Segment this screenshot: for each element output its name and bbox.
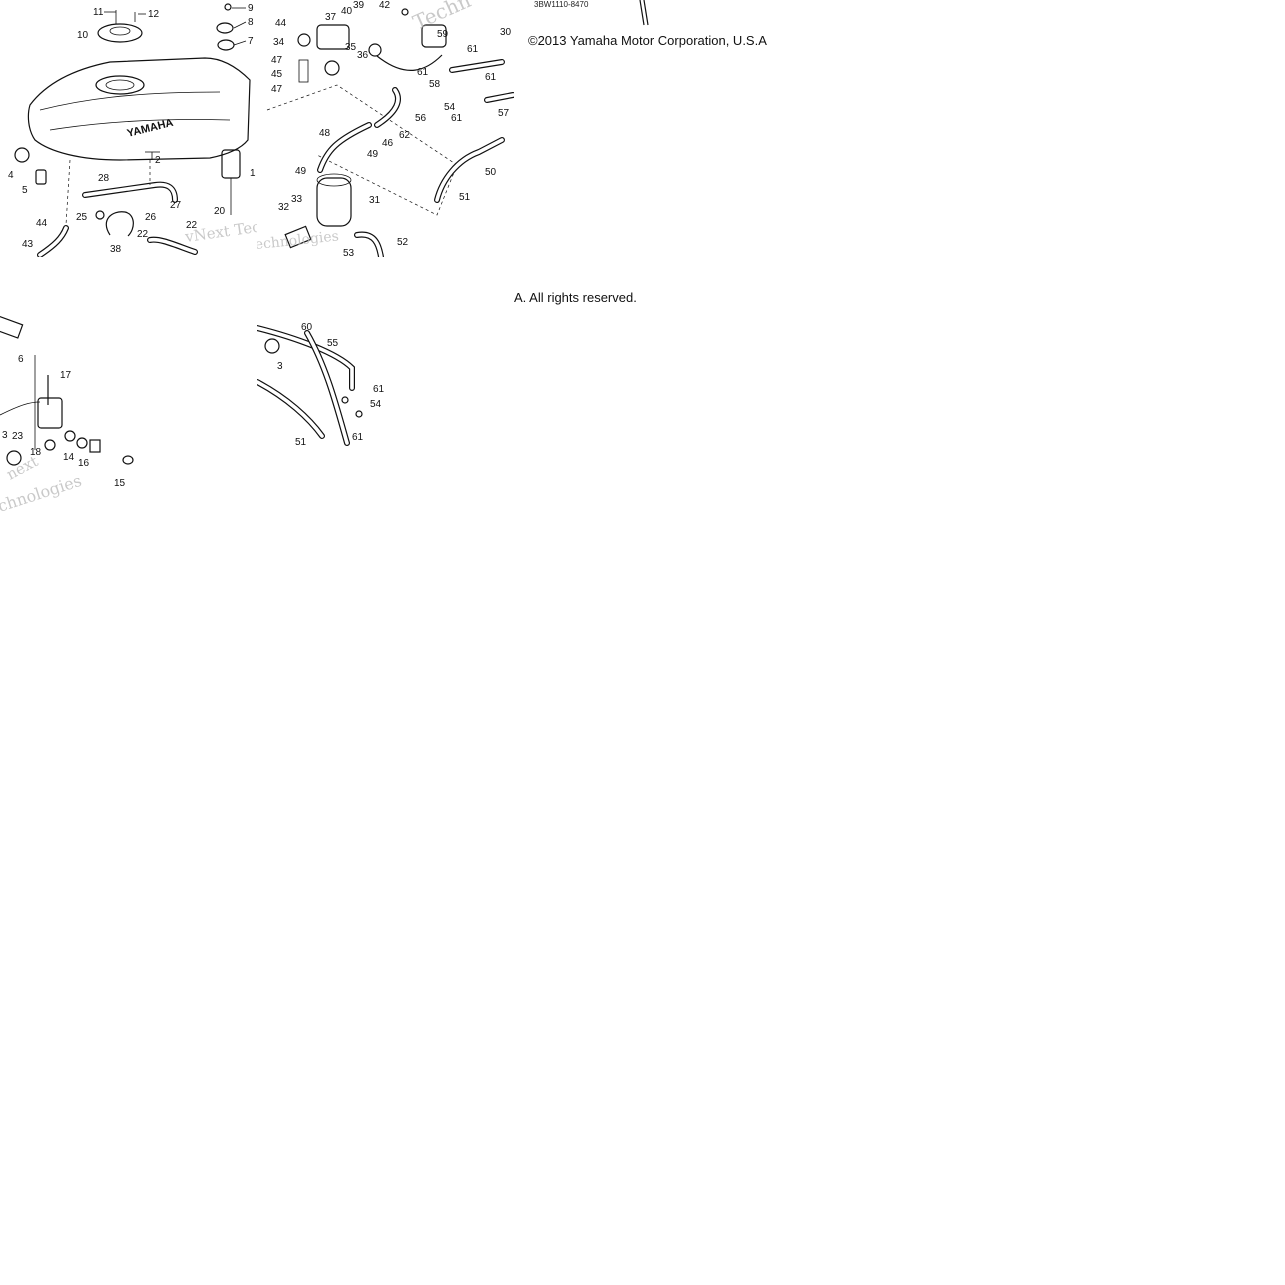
callout-labels: 44 37 40 39 42 34 35 36 47 45 47 59 61 3…: [271, 0, 512, 257]
callout-9: 9: [248, 3, 254, 14]
callout-labels: 60 55 3 61 54 61 51: [277, 322, 385, 448]
fuel-tank-drawing: YAMAHA: [8, 3, 257, 257]
callout-53: 53: [343, 248, 355, 257]
callout-51: 51: [459, 192, 471, 203]
callout-61: 61: [417, 67, 429, 78]
diagram-code: 3BW1110-8470: [534, 0, 589, 9]
callout-59: 59: [437, 29, 449, 40]
tile-corner: [514, 0, 771, 50]
callout-37: 37: [325, 12, 337, 23]
callout-49: 49: [295, 166, 307, 177]
callout-43: 43: [22, 239, 34, 250]
callout-51: 51: [295, 437, 307, 448]
callout-62: 62: [399, 130, 411, 141]
callout-22: 22: [137, 229, 149, 240]
callout-56: 56: [415, 113, 427, 124]
callout-22: 22: [186, 220, 198, 231]
callout-labels: 11 12 10 9 8 7 2 4 5 28 27 1 25 26 44 43…: [8, 3, 256, 255]
callout-61: 61: [467, 44, 479, 55]
tile-hose-routing: 60 55 3 61 54 61 51: [257, 318, 407, 458]
callout-44: 44: [275, 18, 287, 29]
callout-26: 26: [145, 212, 157, 223]
callout-1: 1: [250, 168, 256, 179]
callout-17: 17: [60, 370, 72, 381]
callout-10: 10: [77, 30, 89, 41]
callout-16: 16: [78, 458, 90, 469]
callout-11: 11: [93, 7, 104, 18]
callout-55: 55: [327, 338, 339, 349]
callout-31: 31: [369, 195, 381, 206]
callout-54: 54: [444, 102, 456, 113]
callout-38: 38: [110, 244, 122, 255]
callout-44: 44: [36, 218, 48, 229]
callout-3: 3: [277, 361, 283, 372]
callout-25: 25: [76, 212, 88, 223]
hose-routing-drawing: 60 55 3 61 54 61 51: [257, 322, 385, 448]
corner-drawing: [639, 0, 649, 26]
callout-61: 61: [352, 432, 364, 443]
callout-30: 30: [500, 27, 512, 38]
callout-61: 61: [373, 384, 385, 395]
callout-42: 42: [379, 0, 391, 11]
callout-6: 6: [18, 354, 24, 365]
callout-48: 48: [319, 128, 331, 139]
callout-5: 5: [22, 185, 28, 196]
callout-35: 35: [345, 42, 357, 53]
callout-61: 61: [485, 72, 497, 83]
callout-61: 61: [451, 113, 463, 124]
callout-20: 20: [214, 206, 226, 217]
callout-50: 50: [485, 167, 497, 178]
callout-14: 14: [63, 452, 75, 463]
callout-58: 58: [429, 79, 441, 90]
callout-52: 52: [397, 237, 409, 248]
callout-33: 33: [291, 194, 303, 205]
callout-8: 8: [248, 17, 254, 28]
callout-47: 47: [271, 84, 283, 95]
callout-3: 3: [2, 430, 8, 441]
callout-32: 32: [278, 202, 290, 213]
callout-47: 47: [271, 55, 283, 66]
callout-57: 57: [498, 108, 510, 119]
callout-15: 15: [114, 478, 126, 489]
copyright-line-1: ©2013 Yamaha Motor Corporation, U.S.A: [528, 33, 767, 48]
callout-60: 60: [301, 322, 313, 333]
tile-fuel-tank: YAMAHA: [0, 0, 257, 257]
callout-54: 54: [370, 399, 382, 410]
callout-45: 45: [271, 69, 283, 80]
callout-4: 4: [8, 170, 14, 181]
copyright-line-2: A. All rights reserved.: [514, 290, 637, 305]
watermark: Technologies: [257, 228, 340, 254]
callout-27: 27: [170, 200, 182, 211]
callout-28: 28: [98, 173, 110, 184]
tile-canister-hoses: 44 37 40 39 42 34 35 36 47 45 47 59 61 3…: [257, 0, 514, 257]
callout-46: 46: [382, 138, 394, 149]
callout-23: 23: [12, 431, 24, 442]
canister-hoses-drawing: 44 37 40 39 42 34 35 36 47 45 47 59 61 3…: [257, 0, 514, 257]
fuel-cock-drawing: 6 17 3 23 18 14 16 15 chnologies next: [0, 315, 134, 516]
callout-49: 49: [367, 149, 379, 160]
callout-labels: 6 17 3 23 18 14 16 15: [2, 354, 126, 489]
callout-34: 34: [273, 37, 285, 48]
callout-39: 39: [353, 0, 365, 11]
callout-36: 36: [357, 50, 369, 61]
callout-12: 12: [148, 9, 160, 20]
tile-fuel-cock: 6 17 3 23 18 14 16 15 chnologies next: [0, 290, 257, 518]
callout-2: 2: [155, 155, 161, 166]
callout-40: 40: [341, 6, 353, 17]
callout-7: 7: [248, 36, 254, 47]
callout-18: 18: [30, 447, 42, 458]
